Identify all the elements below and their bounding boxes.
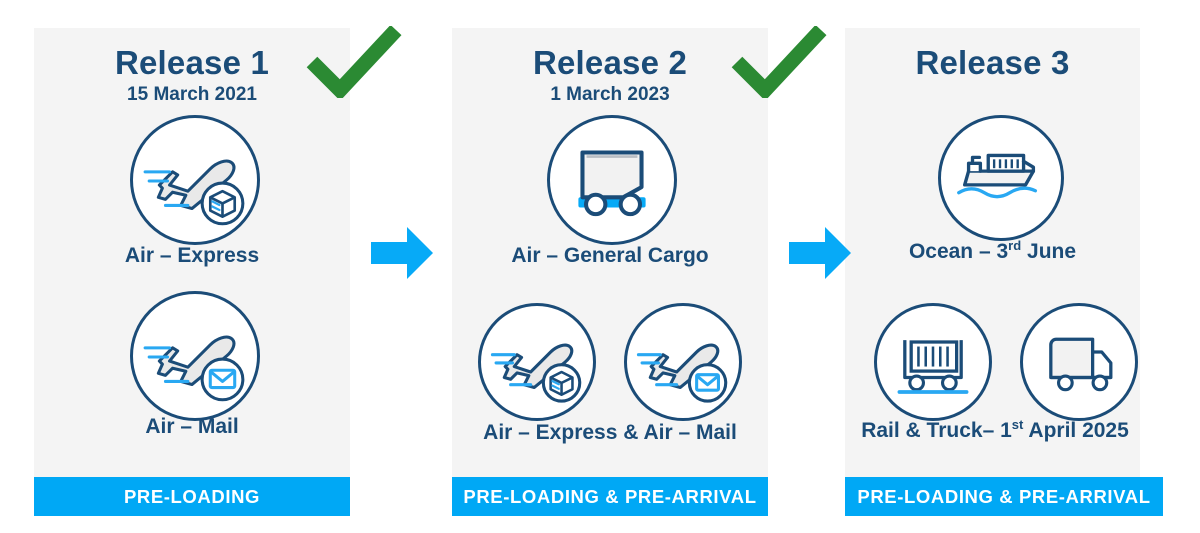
release-2-header: Release 2 1 March 2023: [452, 44, 768, 107]
release-2-date: 1 March 2023: [550, 84, 670, 105]
release-3-banner: PRE-LOADING & PRE-ARRIVAL: [845, 477, 1163, 516]
arrow-release2-to-release3-icon: [789, 225, 851, 281]
icon-circle-ocean-r3: [938, 115, 1064, 241]
icon-circle-truck-r3: [1020, 303, 1138, 421]
caption-air-general-cargo-r2: Air – General Cargo: [511, 244, 709, 267]
caption-air-express-and-mail-r2: Air – Express & Air – Mail: [483, 421, 737, 444]
caption-rail-truck-post: April 2025: [1023, 419, 1129, 442]
release-2-banner: PRE-LOADING & PRE-ARRIVAL: [452, 477, 768, 516]
caption-rail-truck-sup: st: [1011, 417, 1024, 432]
release-3-banner-label: PRE-LOADING & PRE-ARRIVAL: [857, 485, 1151, 507]
release-1-banner: PRE-LOADING: [34, 477, 350, 516]
icon-circle-air-express-r1: [130, 115, 260, 245]
release-1-date: 15 March 2021: [127, 84, 257, 105]
release-3-title: Release 3: [915, 44, 1070, 81]
icon-circle-air-mail-r1: [130, 291, 260, 421]
icon-circle-rail-r3: [874, 303, 992, 421]
caption-ocean-r3: Ocean – 3rd June: [845, 239, 1140, 265]
caption-ocean-pre: Ocean – 3: [908, 240, 1009, 263]
release-1-title: Release 1: [114, 44, 270, 81]
icon-circle-air-mail-r2: [624, 303, 742, 421]
caption-ocean-sup: rd: [1008, 238, 1022, 253]
release-2-title: Release 2: [532, 44, 688, 81]
release-1-complete-check-icon: [306, 24, 402, 101]
caption-air-express-r1: Air – Express: [124, 244, 260, 267]
caption-rail-truck-r3: Rail & Truck– 1st April 2025: [845, 418, 1145, 444]
icon-circle-air-express-r2: [478, 303, 596, 421]
caption-ocean-post: June: [1021, 240, 1077, 263]
icon-circle-air-general-cargo-r2: [547, 115, 677, 245]
release-1-header: Release 1 15 March 2021: [34, 44, 350, 107]
arrow-release1-to-release2-icon: [371, 225, 433, 281]
release-3-header: Release 3: [845, 44, 1140, 82]
release-1-banner-label: PRE-LOADING: [123, 485, 261, 507]
caption-rail-truck-pre: Rail & Truck– 1: [861, 419, 1012, 442]
release-2-complete-check-icon: [731, 24, 827, 101]
release-2-banner-label: PRE-LOADING & PRE-ARRIVAL: [463, 485, 757, 507]
caption-air-mail-r1: Air – Mail: [145, 415, 239, 438]
